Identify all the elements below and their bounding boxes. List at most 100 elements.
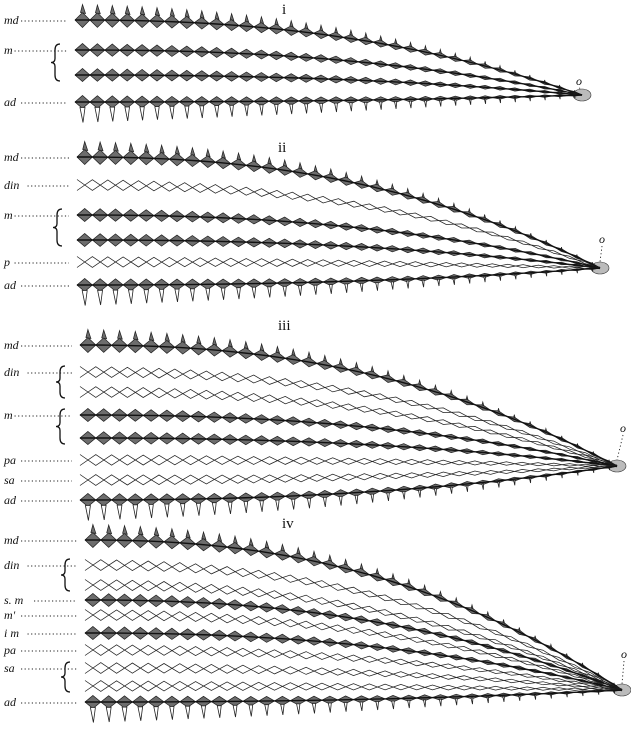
median-spine — [437, 196, 441, 204]
adradial-spine — [354, 494, 359, 505]
median-spine — [154, 6, 161, 17]
adradial-spine — [545, 271, 548, 277]
row-label: pa — [3, 643, 16, 657]
median-spine — [153, 526, 160, 537]
median-spine — [409, 41, 413, 48]
row-pa-lattice: pa — [3, 453, 618, 468]
median-spine — [97, 140, 104, 152]
lattice-zig-a — [79, 366, 618, 466]
median-spine — [514, 225, 517, 231]
median-spine — [407, 578, 411, 585]
adradial-spine — [236, 287, 241, 300]
median-spine — [402, 374, 406, 381]
adradial-spine — [390, 281, 394, 290]
adradial-spine — [497, 481, 500, 488]
adradial-spine — [296, 703, 301, 715]
tip-leader — [616, 434, 624, 461]
median-spine — [169, 7, 176, 17]
row-label: md — [4, 13, 20, 27]
median-spine — [360, 174, 364, 182]
adradial-spine — [128, 289, 134, 304]
adradial-spine — [370, 493, 374, 503]
adradial-spine — [297, 285, 303, 296]
adradial-spine — [344, 283, 349, 293]
median-spine — [244, 13, 250, 23]
row-axis — [75, 49, 583, 96]
adradial-spine — [576, 471, 579, 476]
tip-label: o — [620, 421, 626, 435]
row-label: ad — [4, 278, 17, 292]
tip-leader — [621, 660, 625, 685]
median-spine — [386, 369, 391, 377]
row-group-brace — [60, 661, 71, 693]
median-spine — [354, 361, 359, 369]
median-spine — [159, 143, 165, 154]
adradial-spine — [89, 707, 96, 723]
row-m-diamond: m — [4, 408, 618, 467]
median-spine — [518, 627, 521, 632]
adradial-spine — [402, 491, 406, 500]
median-spine — [180, 333, 186, 343]
adradial-spine — [406, 280, 410, 289]
lattice-zig-b — [79, 454, 618, 468]
adradial-spine — [259, 500, 264, 512]
row-label: din — [4, 178, 19, 192]
lattice-zig-b — [84, 662, 623, 692]
adradial-spine — [359, 282, 364, 292]
lattice-zig-a — [79, 464, 618, 486]
row-unlabeled-lattice — [79, 386, 618, 468]
adradial-spine — [143, 289, 149, 304]
adradial-spine — [205, 288, 211, 301]
median-spine — [101, 328, 108, 340]
median-spine — [313, 164, 318, 173]
row-label: din — [4, 558, 19, 572]
median-spine — [80, 3, 87, 14]
lattice-zig-b — [79, 465, 618, 486]
median-spine — [529, 74, 532, 79]
median-spine — [545, 239, 548, 244]
adradial-spine — [453, 99, 457, 106]
median-spine — [82, 140, 89, 151]
row-sm-diamond: s. m — [4, 593, 623, 691]
adradial-spine — [417, 489, 422, 498]
row-label: s. m — [4, 593, 24, 607]
adradial-spine — [154, 106, 160, 120]
row-label: md — [4, 338, 20, 352]
lattice-zig-b — [84, 579, 623, 692]
lattice-zig-a — [79, 454, 618, 467]
row-p-lattice: p — [3, 255, 601, 270]
adradial-spine — [322, 497, 327, 507]
adradial-spine — [174, 288, 180, 302]
adradial-spine — [467, 277, 471, 284]
adradial-spine — [386, 492, 390, 501]
median-spine — [199, 9, 205, 19]
median-spine — [545, 427, 548, 433]
panel-number: ii — [278, 140, 286, 156]
adradial-spine — [148, 504, 154, 519]
adradial-spine — [132, 504, 139, 519]
row-label: m — [4, 43, 13, 57]
median-spine — [390, 182, 395, 190]
median-spine — [264, 540, 270, 549]
adradial-spine — [518, 695, 521, 701]
row-m-diamond: m — [4, 208, 601, 269]
median-spine — [236, 151, 242, 161]
row-label: sa — [4, 473, 15, 487]
median-spine — [259, 342, 265, 352]
median-spine — [529, 233, 533, 238]
adradial-spine — [184, 105, 190, 119]
adradial-spine — [195, 502, 201, 516]
row-label: ad — [4, 695, 17, 709]
median-spine — [344, 171, 349, 179]
median-spine — [498, 64, 502, 70]
median-spine — [529, 421, 532, 426]
median-spine — [106, 523, 113, 535]
row-label: md — [4, 150, 20, 164]
median-spine — [312, 550, 317, 558]
median-spine — [375, 567, 380, 575]
adradial-spine — [116, 504, 123, 520]
adradial-spine — [185, 705, 191, 720]
